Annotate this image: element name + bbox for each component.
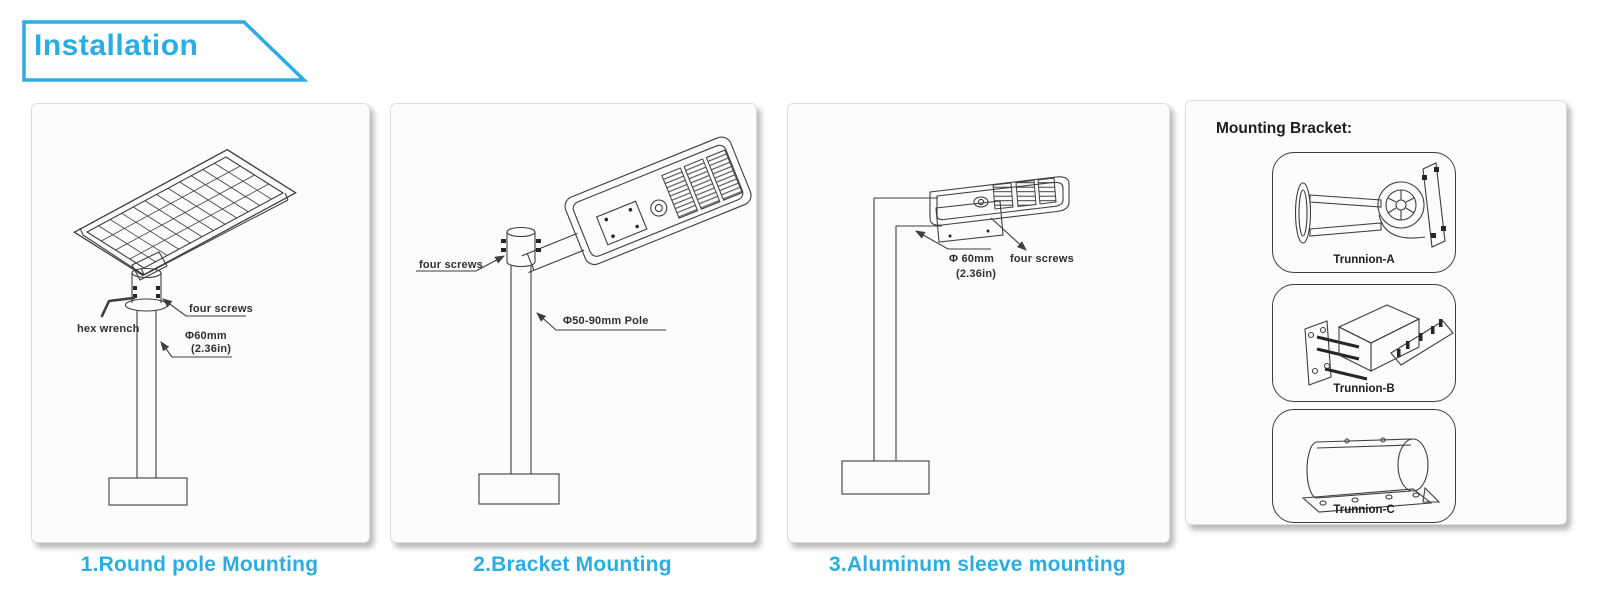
label-diameter-2: (2.36in) bbox=[191, 343, 232, 355]
leader-diameter bbox=[915, 230, 991, 250]
leader-four-screws bbox=[416, 255, 505, 272]
label-four-screws: four screws bbox=[189, 303, 253, 315]
panel-aluminum-sleeve-mounting: Φ 60mm (2.36in) four screws bbox=[787, 103, 1170, 543]
pole-adapter bbox=[124, 267, 169, 312]
leader-diameter bbox=[160, 341, 232, 358]
caption-bracket-mounting: 2.Bracket Mounting bbox=[473, 553, 672, 576]
pole-base bbox=[841, 460, 930, 495]
bracket-card-trunnion-a: Trunnion-A bbox=[1272, 152, 1456, 273]
bracket-card-trunnion-b: Trunnion-B bbox=[1272, 284, 1456, 402]
leader-four-screws bbox=[990, 217, 1027, 251]
street-light-head bbox=[521, 136, 752, 274]
panel-frame-depth bbox=[79, 192, 289, 276]
aluminum-sleeve-drawing bbox=[841, 176, 1070, 495]
panel-bracket-mounting: four screws Φ50-90mm Pole bbox=[390, 103, 757, 543]
solar-panel bbox=[74, 150, 295, 276]
label-diameter-1: Φ60mm bbox=[185, 330, 227, 342]
pole-base bbox=[108, 477, 188, 506]
label-four-screws: four screws bbox=[419, 259, 483, 271]
mounting-pole bbox=[510, 266, 532, 474]
leader-pole bbox=[536, 312, 666, 331]
label-pole-size: Φ50-90mm Pole bbox=[563, 315, 649, 327]
pole-base bbox=[478, 473, 560, 505]
label-hex-wrench: hex wrench bbox=[77, 323, 140, 335]
leader-four-screws bbox=[162, 298, 246, 317]
caption-aluminum-sleeve-mounting: 3.Aluminum sleeve mounting bbox=[829, 553, 1126, 576]
panel-round-pole-mounting: hex wrench four screws Φ60mm (2.36in) bbox=[31, 103, 370, 543]
round-pole bbox=[136, 311, 157, 478]
trunnion-a-drawing bbox=[1294, 162, 1446, 248]
panel-mounting-bracket: Mounting Bracket: Trunnion-A bbox=[1185, 100, 1567, 525]
bracket-mounting-drawing bbox=[416, 136, 752, 505]
label-four-screws: four screws bbox=[1010, 253, 1074, 265]
hex-wrench-drawing bbox=[100, 296, 136, 318]
trunnion-c-drawing bbox=[1301, 437, 1441, 513]
pole-clamp bbox=[501, 226, 541, 268]
street-light-head bbox=[929, 176, 1070, 226]
round-pole-drawing bbox=[32, 104, 369, 506]
mounting-bracket-title: Mounting Bracket: bbox=[1216, 120, 1353, 137]
caption-round-pole-mounting: 1.Round pole Mounting bbox=[80, 553, 319, 576]
trunnion-c-label: Trunnion-C bbox=[1333, 504, 1395, 516]
header-banner-shape bbox=[22, 20, 309, 82]
trunnion-b-label: Trunnion-B bbox=[1333, 383, 1395, 395]
panel-support-bracket bbox=[131, 251, 168, 281]
trunnion-a-label: Trunnion-A bbox=[1333, 254, 1395, 266]
horizontal-arm bbox=[874, 197, 942, 227]
trunnion-b-drawing bbox=[1304, 304, 1454, 386]
bracket-card-trunnion-c: Trunnion-C bbox=[1272, 409, 1456, 523]
section-title: Installation bbox=[34, 29, 199, 62]
label-diameter-2: (2.36in) bbox=[956, 268, 997, 280]
vertical-pole bbox=[873, 198, 897, 461]
section-header: Installation bbox=[20, 16, 320, 86]
label-diameter-1: Φ 60mm bbox=[949, 253, 995, 265]
